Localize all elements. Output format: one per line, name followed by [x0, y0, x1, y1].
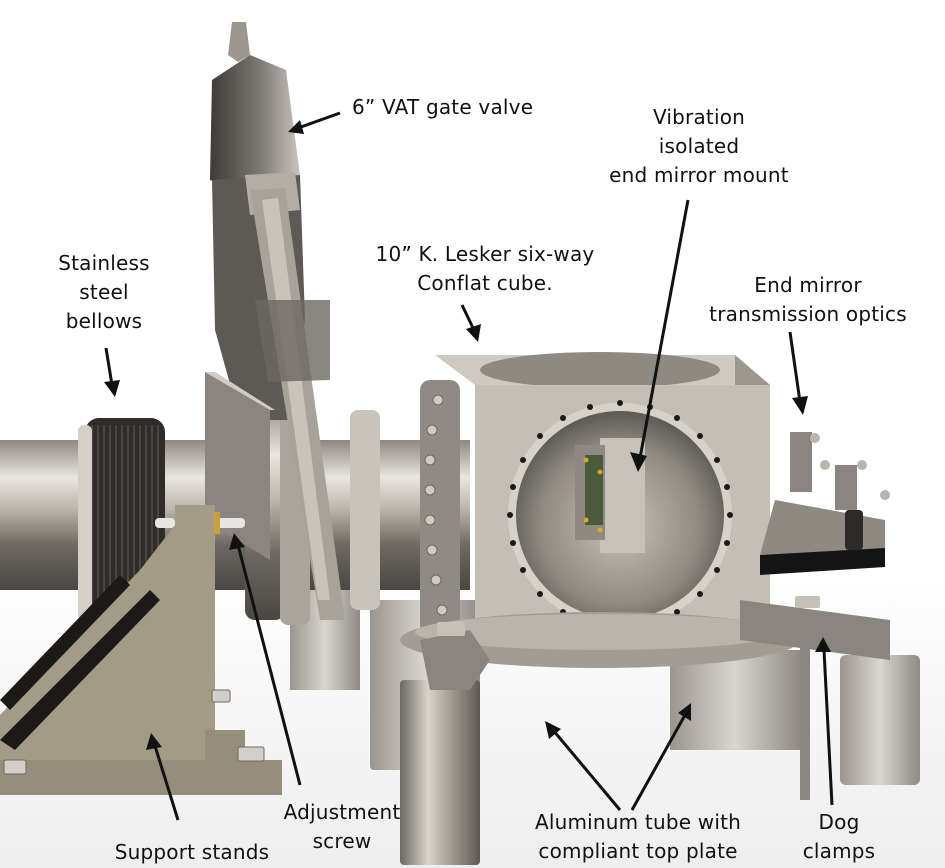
arrow-conflat-cube: [460, 304, 481, 342]
dog-clamps: [420, 596, 890, 690]
annotation-arrows: [104, 111, 834, 821]
arrow-bellows: [104, 347, 120, 397]
label-line: steel: [79, 280, 129, 304]
label-line: 10” K. Lesker six-way: [375, 242, 595, 266]
label-line: transmission optics: [709, 302, 907, 326]
arrow-transmission-optics: [788, 331, 808, 415]
aluminum-tubes: [290, 580, 920, 865]
arrow-aluminum-tube-left: [545, 721, 622, 811]
label-line: compliant top plate: [538, 839, 738, 863]
label-bellows: Stainless steel bellows: [48, 249, 160, 336]
label-line: 6” VAT gate valve: [352, 95, 534, 119]
label-line: clamps: [802, 839, 876, 863]
label-line: End mirror: [754, 273, 862, 297]
arrow-gate-valve: [288, 111, 341, 134]
label-line: Stainless: [58, 251, 150, 275]
label-dog-clamps: Dog clamps: [794, 808, 884, 866]
label-line: isolated: [658, 134, 740, 158]
end-mirror-transmission-optics: [760, 432, 890, 575]
arrow-vibration-mount: [630, 199, 690, 472]
label-aluminum-tube: Aluminum tube with compliant top plate: [526, 808, 750, 866]
label-line: Dog: [818, 810, 860, 834]
arrow-adjustment-screw: [229, 533, 302, 786]
label-vibration-isolated-mount: Vibration isolated end mirror mount: [592, 103, 806, 190]
label-line: Conflat cube.: [417, 271, 553, 295]
label-line: Vibration: [652, 105, 746, 129]
label-line: Aluminum tube with: [534, 810, 742, 834]
label-line: bellows: [65, 309, 143, 333]
label-line: Support stands: [114, 840, 270, 864]
label-gate-valve: 6” VAT gate valve: [352, 93, 533, 122]
vat-gate-valve: [205, 22, 345, 620]
label-line: screw: [312, 829, 372, 853]
label-transmission-optics: End mirror transmission optics: [702, 271, 914, 329]
label-support-stands: Support stands: [108, 838, 276, 867]
label-conflat-cube: 10” K. Lesker six-way Conflat cube.: [370, 240, 600, 298]
label-adjustment-screw: Adjustment screw: [276, 798, 408, 856]
label-line: end mirror mount: [609, 163, 789, 187]
arrow-support-stands: [146, 733, 180, 821]
arrow-dog-clamps: [815, 637, 834, 806]
label-line: Adjustment: [283, 800, 401, 824]
arrow-aluminum-tube-right: [630, 703, 691, 811]
support-stand: [0, 505, 282, 795]
